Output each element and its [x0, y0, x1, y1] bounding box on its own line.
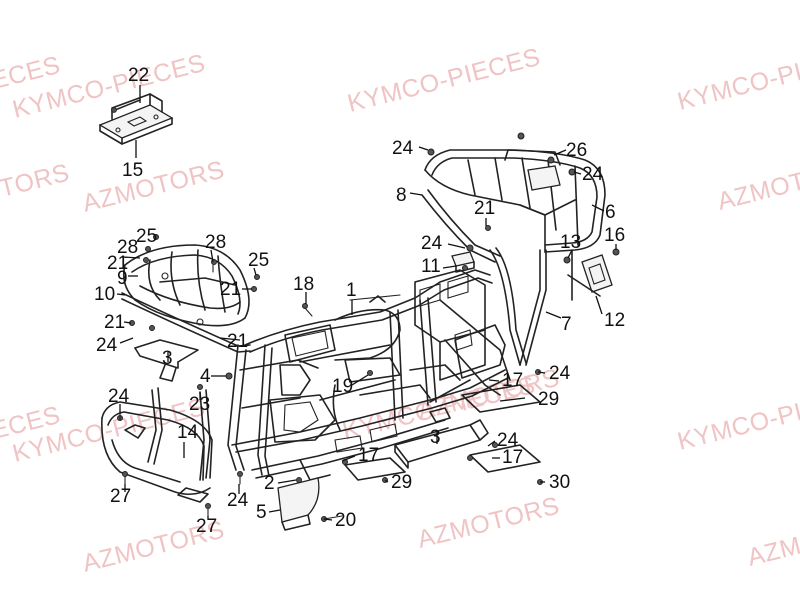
callout-3: 3 — [430, 427, 441, 448]
footrest-part-3-right — [394, 407, 489, 469]
front-bumper-part-14 — [101, 387, 213, 503]
callout-14: 14 — [177, 422, 199, 443]
struts-part-7 — [489, 247, 573, 366]
callout-11: 11 — [421, 256, 441, 277]
bracket-plate-part-15 — [98, 93, 174, 145]
callout-15: 15 — [122, 160, 143, 181]
callout-27: 27 — [110, 486, 131, 507]
callout-19: 19 — [332, 376, 353, 397]
footrest-part-3-left — [134, 339, 199, 382]
callout-5: 5 — [256, 502, 267, 523]
callout-17: 17 — [502, 370, 523, 391]
callout-29: 29 — [538, 389, 559, 410]
callout-18: 18 — [293, 274, 314, 295]
callout-24: 24 — [392, 138, 414, 159]
callout-25: 25 — [248, 250, 269, 271]
leader-lines — [116, 85, 617, 521]
callout-28: 28 — [205, 232, 226, 253]
callout-labels: 22 15 24 26 24 8 6 21 24 13 16 11 12 7 2… — [94, 65, 625, 537]
callout-3: 3 — [162, 348, 173, 369]
callout-23: 23 — [189, 394, 210, 415]
callout-20: 20 — [335, 510, 356, 531]
rods-part-29-30 — [344, 384, 541, 481]
cover-part-5 — [277, 477, 320, 531]
callout-7: 7 — [561, 314, 572, 335]
watermark: KYMCO-PIECES — [675, 381, 800, 456]
watermark: KYMCO-PIECES — [675, 41, 800, 116]
callout-24: 24 — [497, 430, 519, 451]
callout-17: 17 — [502, 447, 523, 468]
callout-1: 1 — [346, 280, 357, 301]
callout-16: 16 — [604, 225, 625, 246]
callout-21: 21 — [107, 253, 128, 274]
callout-22: 22 — [128, 65, 149, 86]
watermark: AZMOTORS — [80, 156, 228, 218]
watermark: AZMOTORS — [745, 510, 800, 572]
callout-24: 24 — [549, 363, 571, 384]
plate-part-12 — [567, 254, 613, 297]
watermark: KYMCO-PIECES — [345, 43, 544, 118]
callout-4: 4 — [200, 366, 211, 387]
callout-24: 24 — [421, 233, 443, 254]
fasteners — [117, 132, 620, 522]
callout-9: 9 — [117, 268, 128, 289]
callout-8: 8 — [396, 185, 407, 206]
rear-rack — [424, 149, 606, 253]
callout-25: 25 — [136, 226, 157, 247]
front-bar-part-10 — [121, 292, 251, 353]
callout-21: 21 — [474, 198, 495, 219]
callout-30: 30 — [549, 472, 570, 493]
callout-28: 28 — [117, 237, 138, 258]
callout-12: 12 — [604, 310, 625, 331]
callout-6: 6 — [605, 202, 616, 223]
callout-21: 21 — [104, 312, 125, 333]
callout-13: 13 — [560, 232, 581, 253]
watermark: AZMOTORS — [715, 154, 800, 216]
callout-26: 26 — [566, 140, 587, 161]
callout-29: 29 — [391, 472, 412, 493]
callout-27: 27 — [196, 516, 217, 537]
callout-24: 24 — [227, 490, 249, 511]
callout-24: 24 — [582, 164, 604, 185]
watermark: AZMOTORS — [415, 492, 563, 554]
callout-21: 21 — [227, 331, 248, 352]
callout-2: 2 — [264, 473, 275, 494]
callout-24: 24 — [108, 386, 130, 407]
callout-17: 17 — [358, 445, 379, 466]
callout-24: 24 — [96, 335, 118, 356]
callout-10: 10 — [94, 284, 115, 305]
callout-21: 21 — [220, 279, 241, 300]
watermark: AZMOTORS — [0, 159, 72, 221]
main-frame-part-1 — [227, 269, 511, 481]
